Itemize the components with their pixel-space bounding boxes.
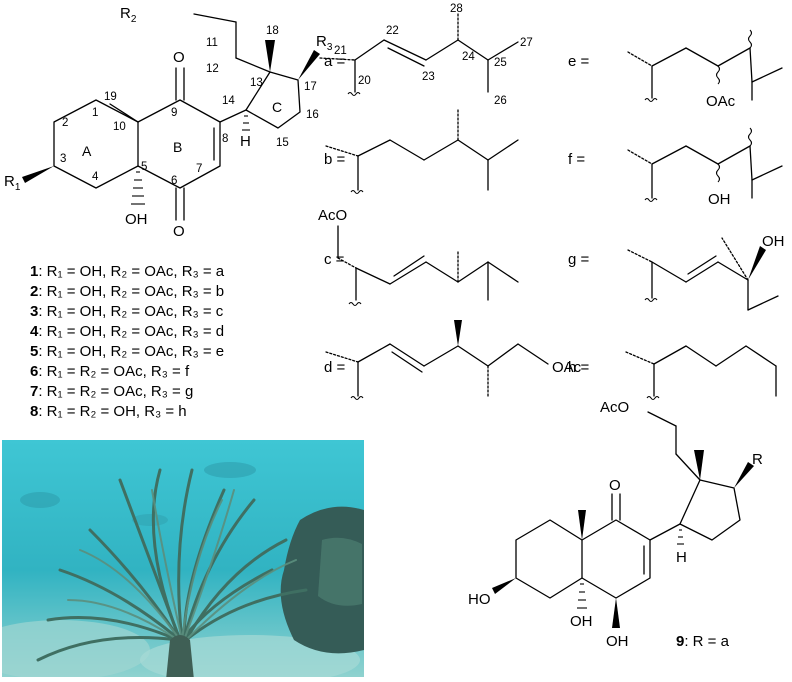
svg-text:26: 26 <box>494 95 507 107</box>
hydroxyl-c5: OH <box>125 211 148 228</box>
svg-text:OAc: OAc <box>552 359 582 376</box>
svg-text:15: 15 <box>276 137 289 149</box>
svg-text:1: 1 <box>92 107 98 119</box>
side-chain-g: g = OH <box>568 233 785 311</box>
side-chain-h: h = <box>568 345 777 401</box>
svg-text:a =: a = <box>324 53 346 70</box>
side-chain-f: f = OH <box>568 127 783 208</box>
ring-a-label: A <box>82 143 92 159</box>
compound-9-oh-c6: OH <box>606 633 629 650</box>
svg-text:25: 25 <box>494 57 507 69</box>
compound-list: 1: R₁ = OH, R₂ = OAc, R₃ = a 2: R₁ = OH,… <box>30 263 225 420</box>
compound-9-ho: HO <box>468 591 491 608</box>
svg-text:8: 8 <box>222 133 228 145</box>
svg-text:6: 6 <box>171 175 177 187</box>
svg-text:23: 23 <box>422 71 435 83</box>
svg-text:f =: f = <box>568 151 585 168</box>
compound-9-caption: 9: R = a <box>676 633 730 650</box>
svg-text:OH: OH <box>762 233 785 250</box>
side-chain-c: AcO c = <box>318 207 519 307</box>
svg-text:h =: h = <box>568 359 590 376</box>
carbon-numbering: 1 2 3 4 5 6 7 8 9 10 11 12 13 14 15 16 1… <box>60 25 319 187</box>
soft-coral-photo <box>2 440 364 677</box>
compound-6: 6: R₁ = R₂ = OAc, R₃ = f <box>30 363 190 380</box>
svg-text:13: 13 <box>250 77 263 89</box>
compound-9-oh-c5: OH <box>570 613 593 630</box>
compound-4: 4: R₁ = OH, R₂ = OAc, R₃ = d <box>30 323 224 340</box>
side-chain-a: a = 21 20 22 23 24 25 26 27 28 <box>319 3 533 107</box>
svg-text:g =: g = <box>568 251 590 268</box>
svg-text:9: 9 <box>171 107 177 119</box>
svg-text:16: 16 <box>306 109 319 121</box>
svg-text:27: 27 <box>520 37 533 49</box>
svg-text:21: 21 <box>334 45 347 57</box>
svg-text:4: 4 <box>92 171 99 183</box>
compound-7: 7: R₁ = R₂ = OAc, R₃ = g <box>30 383 193 400</box>
side-chain-e: e = OAc <box>568 29 783 110</box>
svg-text:28: 28 <box>450 3 463 15</box>
side-chain-b: b = <box>324 109 519 195</box>
compound-2: 2: R₁ = OH, R₂ = OAc, R₃ = b <box>30 283 224 300</box>
svg-text:17: 17 <box>304 81 317 93</box>
svg-text:18: 18 <box>266 25 279 37</box>
compound-9-r: R <box>752 451 763 468</box>
compound-9-hydrogen: H <box>676 549 687 566</box>
svg-text:7: 7 <box>196 163 202 175</box>
svg-text:AcO: AcO <box>318 207 347 224</box>
svg-text:14: 14 <box>222 95 235 107</box>
svg-text:d =: d = <box>324 359 346 376</box>
r1-label: R1 <box>4 173 21 193</box>
ring-b-label: B <box>173 139 182 155</box>
compound-8: 8: R₁ = R₂ = OH, R₃ = h <box>30 403 187 420</box>
ring-c-label: C <box>272 99 282 115</box>
svg-text:12: 12 <box>206 63 219 75</box>
compound-9-structure <box>492 411 754 628</box>
r3-label: R3 <box>316 33 333 53</box>
hydrogen-c14: H <box>240 133 251 150</box>
oxygen-c6: O <box>173 223 185 240</box>
svg-text:20: 20 <box>358 75 371 87</box>
svg-text:3: 3 <box>60 153 66 165</box>
compound-1: 1: R₁ = OH, R₂ = OAc, R₃ = a <box>30 263 225 280</box>
compound-9-oxygen: O <box>609 477 621 494</box>
compound-9-acetate: AcO <box>600 399 629 416</box>
svg-text:19: 19 <box>104 91 117 103</box>
r2-label: R2 <box>120 5 137 25</box>
svg-text:5: 5 <box>141 161 147 173</box>
svg-text:c =: c = <box>324 251 345 268</box>
oxygen-c9: O <box>173 49 185 66</box>
svg-text:2: 2 <box>62 117 68 129</box>
compound-3: 3: R₁ = OH, R₂ = OAc, R₃ = c <box>30 303 224 320</box>
svg-text:22: 22 <box>386 25 399 37</box>
svg-text:10: 10 <box>113 121 126 133</box>
svg-text:24: 24 <box>462 51 475 63</box>
svg-text:b =: b = <box>324 151 346 168</box>
compound-5: 5: R₁ = OH, R₂ = OAc, R₃ = e <box>30 343 224 360</box>
svg-text:e =: e = <box>568 53 590 70</box>
svg-text:11: 11 <box>206 37 218 49</box>
main-steroid-structure <box>22 13 320 221</box>
svg-text:OH: OH <box>708 191 731 208</box>
side-chain-d: d = OAc <box>324 320 582 401</box>
svg-text:OAc: OAc <box>706 93 736 110</box>
